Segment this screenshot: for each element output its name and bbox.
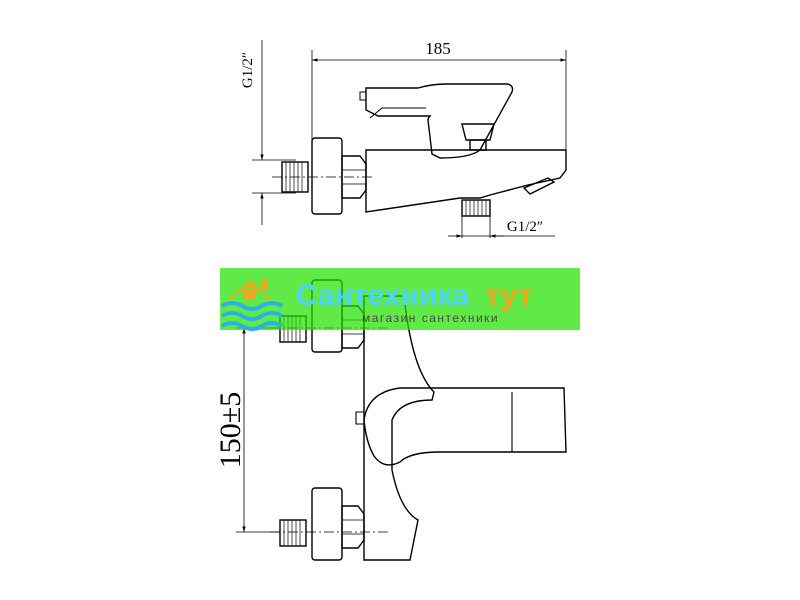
escutcheon <box>311 137 343 215</box>
watermark-title-main: Сантехника <box>296 279 469 312</box>
outlet-thread <box>461 199 491 217</box>
dim-150-label: 150±5 <box>214 392 247 468</box>
lever-handle <box>365 83 514 159</box>
top-view <box>252 40 567 238</box>
spout-aerator <box>522 177 556 195</box>
lower-inlet-thread <box>279 519 307 547</box>
watermark-subtitle: магазин сантехники <box>362 311 499 325</box>
front-mixer-body <box>363 295 435 561</box>
house-waves-logo-icon <box>220 280 284 331</box>
watermark-title: Сантехника тут <box>296 279 532 312</box>
diverter-knob <box>461 123 495 141</box>
watermark-banner: Сантехника тут магазин сантехники <box>220 268 580 331</box>
watermark-title-accent: тут <box>485 279 532 312</box>
dim-outlet-thread-label: G1/2″ <box>507 219 543 235</box>
dim-inlet-thread-label: G1/2″ <box>240 52 256 88</box>
watermark-background <box>220 268 580 330</box>
mixer-body <box>365 149 567 213</box>
lower-escutcheon <box>311 487 343 561</box>
front-lever-handle <box>363 387 567 466</box>
lower-nut <box>341 505 365 549</box>
dim-185-label: 185 <box>425 39 451 58</box>
